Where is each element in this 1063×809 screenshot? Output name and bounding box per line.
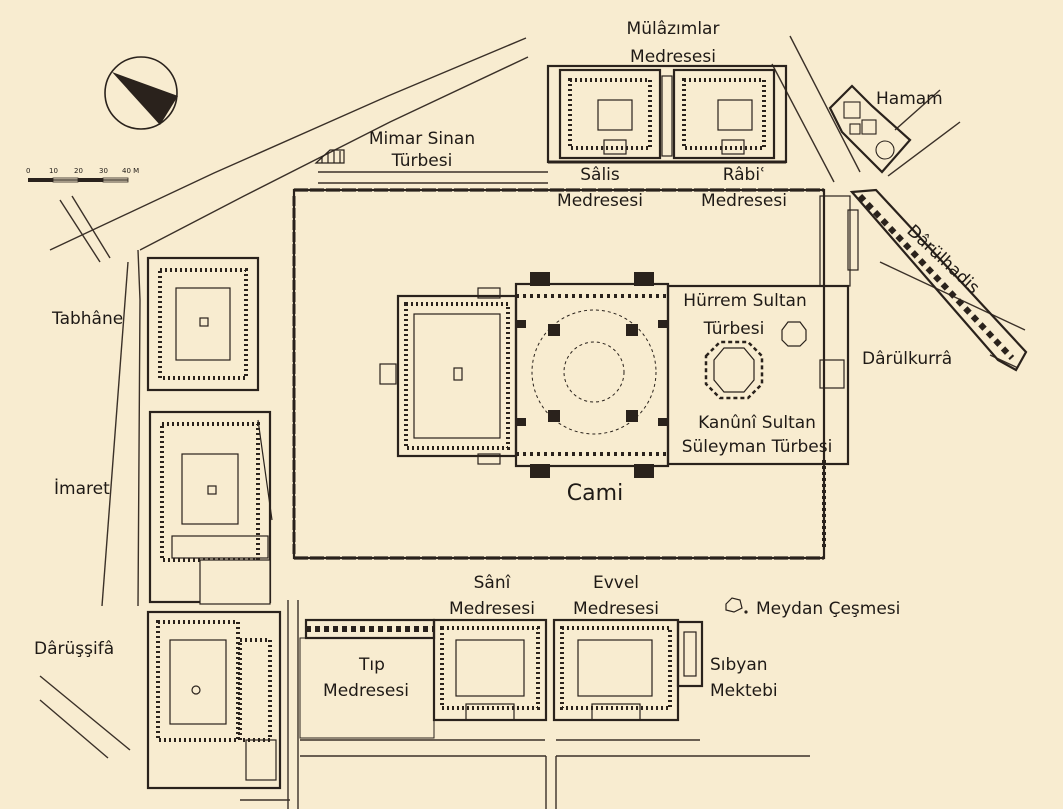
label-hurrem-2: Türbesi <box>703 319 765 339</box>
label-sibyan-1: Sıbyan <box>710 655 768 675</box>
tabhane-plan <box>146 256 260 392</box>
scale-tick-10: 10 <box>49 167 58 175</box>
label-mulazimlar-2: Medresesi <box>630 47 716 67</box>
label-cami: Cami <box>567 481 623 506</box>
darussifa-plan <box>146 610 282 790</box>
label-imaret: İmaret <box>54 478 110 499</box>
scale-tick-30: 30 <box>99 167 108 175</box>
label-mimar-sinan-1: Mimar Sinan <box>369 129 475 149</box>
mosque-courtyard-wall <box>292 188 859 560</box>
label-meydan-cesmesi: Meydan Çeşmesi <box>756 599 900 619</box>
label-sibyan-2: Mektebi <box>710 681 778 701</box>
label-kanuni-1: Kanûnî Sultan <box>698 413 816 433</box>
label-evvel-1: Evvel <box>593 573 639 593</box>
label-sani-1: Sânî <box>474 573 512 593</box>
label-evvel-2: Medresesi <box>573 599 659 619</box>
label-salis-2: Medresesi <box>557 191 643 211</box>
street-lines <box>39 35 1026 809</box>
scale-bar: 0 10 20 30 40 M <box>26 167 139 183</box>
label-darussifa: Dârüşşifâ <box>34 639 114 659</box>
hamam-plan <box>828 84 912 174</box>
scale-tick-0: 0 <box>26 167 30 175</box>
tip-medresesi-plan <box>299 618 436 739</box>
sibyan-mektebi-plan <box>676 620 704 688</box>
sani-medresesi-plan <box>432 618 548 722</box>
cami-prayer-hall-plan <box>514 272 670 478</box>
mosque-forecourt-plan <box>379 287 518 465</box>
fountain-icon <box>725 597 748 614</box>
label-hamam: Hamam <box>876 89 943 109</box>
label-tabhane: Tabhâne <box>51 309 123 329</box>
label-salis-1: Sâlis <box>580 165 620 185</box>
label-rabi-1: Râbiʿ <box>723 165 766 185</box>
scale-tick-40: 40 M <box>122 167 139 175</box>
label-hurrem-1: Hürrem Sultan <box>683 291 806 311</box>
mimar-sinan-turbesi-plan <box>314 149 345 164</box>
imaret-plan <box>148 410 273 605</box>
plan-labels: Mülâzımlar Medresesi Hamam Mimar Sinan T… <box>34 19 983 701</box>
scale-tick-20: 20 <box>74 167 83 175</box>
label-kanuni-2: Süleyman Türbesi <box>682 437 833 457</box>
turbe-enclosure-plan <box>666 284 850 466</box>
label-mulazimlar-1: Mülâzımlar <box>627 19 720 39</box>
evvel-medresesi-plan <box>552 618 680 722</box>
darulhadis-plan <box>849 188 1028 372</box>
label-tip-2: Medresesi <box>323 681 409 701</box>
north-arrow-icon <box>104 56 178 130</box>
mulazimlar-medresesi-plan <box>546 64 788 164</box>
label-rabi-2: Medresesi <box>701 191 787 211</box>
label-darulkurra: Dârülkurrâ <box>862 349 952 369</box>
label-tip-1: Tıp <box>358 655 385 675</box>
label-mimar-sinan-2: Türbesi <box>391 151 453 171</box>
label-sani-2: Medresesi <box>449 599 535 619</box>
